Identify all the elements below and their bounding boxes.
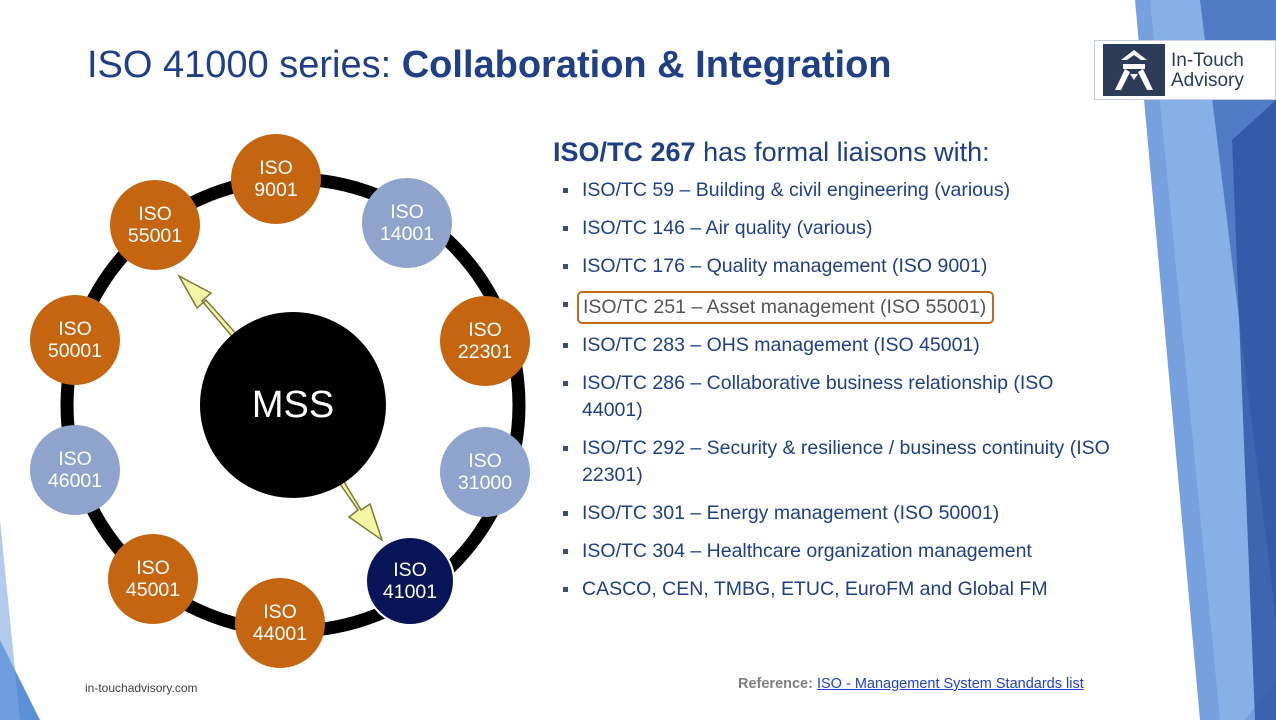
company-logo: In-Touch Advisory: [1094, 40, 1276, 100]
bullet-icon: [563, 446, 568, 451]
list-item-text: ISO/TC 304 – Healthcare organization man…: [582, 540, 1032, 562]
bullet-icon: [563, 302, 568, 307]
list-item-text: ISO/TC 146 – Air quality (various): [582, 217, 873, 239]
list-item: ISO/TC 59 – Building & civil engineering…: [560, 177, 1120, 204]
list-item: ISO/TC 292 – Security & resilience / bus…: [560, 435, 1120, 489]
node-iso-45001: ISO 45001: [108, 534, 198, 624]
list-item: CASCO, CEN, TMBG, ETUC, EuroFM and Globa…: [560, 576, 1120, 603]
node-label-line1: ISO: [138, 203, 172, 225]
logo-line2: Advisory: [1171, 70, 1244, 91]
node-label-line2: 55001: [127, 225, 183, 247]
node-label-line2: 14001: [379, 223, 435, 245]
node-label-line2: 9001: [254, 179, 298, 201]
node-iso-9001: ISO 9001: [231, 134, 321, 224]
node-label-line2: 44001: [252, 623, 308, 645]
node-label-line1: ISO: [263, 601, 297, 623]
in-touch-logo-icon: [1103, 44, 1165, 96]
list-item-text: ISO/TC 292 – Security & resilience / bus…: [582, 437, 1110, 486]
reference-label: Reference:: [738, 676, 813, 692]
node-label-line2: 31000: [457, 472, 513, 494]
node-iso-22301: ISO 22301: [440, 296, 530, 386]
list-item: ISO/TC 176 – Quality management (ISO 900…: [560, 253, 1120, 280]
node-label-line1: ISO: [136, 557, 170, 579]
list-item-text: ISO/TC 283 – OHS management (ISO 45001): [582, 334, 980, 356]
node-iso-50001: ISO 50001: [30, 295, 120, 385]
list-item: ISO/TC 304 – Healthcare organization man…: [560, 538, 1120, 565]
node-label-line1: ISO: [390, 201, 424, 223]
list-item: ISO/TC 286 – Collaborative business rela…: [560, 370, 1102, 424]
logo-text: In-Touch Advisory: [1171, 51, 1244, 91]
heading-rest: has formal liaisons with:: [695, 137, 990, 167]
bullet-icon: [563, 343, 568, 348]
node-iso-41001: ISO 41001: [365, 536, 455, 626]
logo-line1: In-Touch: [1171, 50, 1244, 71]
node-iso-14001: ISO 14001: [362, 178, 452, 268]
bullet-icon: [563, 381, 568, 386]
node-label-line1: ISO: [468, 450, 502, 472]
bullet-icon: [563, 188, 568, 193]
node-label-line1: ISO: [58, 448, 92, 470]
list-item: ISO/TC 146 – Air quality (various): [560, 215, 1120, 242]
node-iso-44001: ISO 44001: [235, 578, 325, 668]
bullet-icon: [563, 549, 568, 554]
title-bold: Collaboration & Integration: [401, 44, 892, 86]
liaisons-list: ISO/TC 59 – Building & civil engineering…: [560, 177, 1120, 603]
node-iso-55001: ISO 55001: [110, 180, 200, 270]
node-label-line2: 41001: [382, 581, 438, 603]
slide-title: ISO 41000 series: Collaboration & Integr…: [87, 44, 892, 87]
node-iso-46001: ISO 46001: [30, 425, 120, 515]
node-iso-31000: ISO 31000: [440, 427, 530, 517]
node-label-line1: ISO: [468, 319, 502, 341]
node-label-line1: ISO: [259, 157, 293, 179]
node-label-line1: ISO: [58, 318, 92, 340]
node-label-line2: 50001: [47, 340, 103, 362]
list-item: ISO/TC 301 – Energy management (ISO 5000…: [560, 500, 1120, 527]
bullet-icon: [563, 226, 568, 231]
bullet-icon: [563, 587, 568, 592]
list-item-text: ISO/TC 176 – Quality management (ISO 900…: [582, 255, 988, 277]
node-label-line1: ISO: [393, 559, 427, 581]
title-regular: ISO 41000 series:: [87, 44, 402, 86]
list-item-text: ISO/TC 59 – Building & civil engineering…: [582, 179, 1011, 201]
list-item: ISO/TC 251 – Asset management (ISO 55001…: [560, 291, 1120, 324]
list-item-text: ISO/TC 286 – Collaborative business rela…: [582, 372, 1054, 421]
list-item-text: CASCO, CEN, TMBG, ETUC, EuroFM and Globa…: [582, 578, 1048, 600]
node-label-line2: 46001: [47, 470, 103, 492]
reference-link[interactable]: ISO - Management System Standards list: [816, 676, 1084, 692]
list-item: ISO/TC 283 – OHS management (ISO 45001): [560, 332, 1120, 359]
node-label-line2: 45001: [125, 579, 181, 601]
bullet-icon: [563, 264, 568, 269]
footer-website: in-touchadvisory.com: [85, 681, 198, 695]
liaisons-heading: ISO/TC 267 has formal liaisons with:: [553, 137, 990, 168]
highlighted-liaison: ISO/TC 251 – Asset management (ISO 55001…: [577, 291, 995, 324]
bullet-icon: [563, 511, 568, 516]
node-label-line2: 22301: [457, 341, 513, 363]
mss-center-circle: MSS: [200, 312, 386, 498]
heading-bold: ISO/TC 267: [553, 137, 696, 167]
list-item-text: ISO/TC 301 – Energy management (ISO 5000…: [582, 502, 1000, 524]
reference-line: Reference: ISO - Management System Stand…: [738, 676, 1084, 692]
